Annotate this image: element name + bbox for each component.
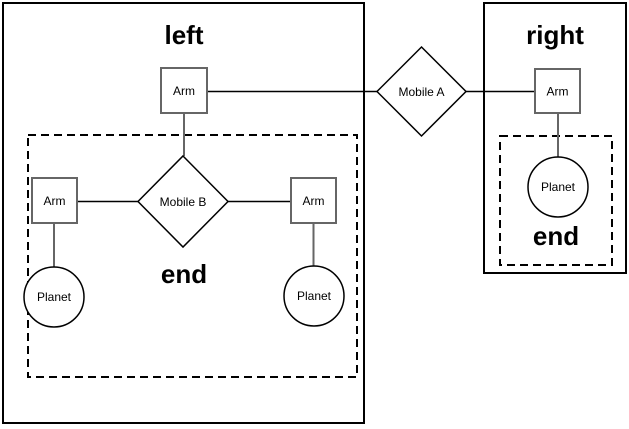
node-arm-top — [160, 67, 208, 114]
node-planet-right — [527, 156, 589, 218]
group-left-end-box — [27, 134, 358, 378]
group-left-title: left — [165, 20, 204, 50]
node-arm-right — [534, 68, 581, 114]
group-right-box — [483, 2, 627, 274]
node-arm-inner-left-label: Arm — [44, 194, 66, 208]
node-mobile-a-label: Mobile A — [398, 85, 444, 99]
group-right-end-title: end — [533, 221, 579, 251]
node-mobile-b-label: Mobile B — [160, 195, 207, 209]
node-arm-inner-right — [290, 177, 337, 224]
node-mobile-b — [136, 154, 230, 249]
node-planet-inner-left — [23, 266, 85, 328]
node-planet-inner-right-label: Planet — [297, 289, 332, 303]
node-planet-right-label: Planet — [541, 180, 576, 194]
group-left-end-title: end — [161, 259, 207, 289]
node-arm-inner-right-label: Arm — [303, 194, 325, 208]
node-arm-right-label: Arm — [547, 85, 569, 99]
group-right-end-box — [499, 135, 613, 266]
node-mobile-a — [375, 45, 468, 138]
node-planet-inner-right — [283, 265, 345, 327]
node-arm-top-label: Arm — [173, 84, 195, 98]
node-planet-inner-left-label: Planet — [37, 290, 72, 304]
group-right-title: right — [526, 20, 584, 50]
node-arm-inner-left — [31, 177, 78, 224]
